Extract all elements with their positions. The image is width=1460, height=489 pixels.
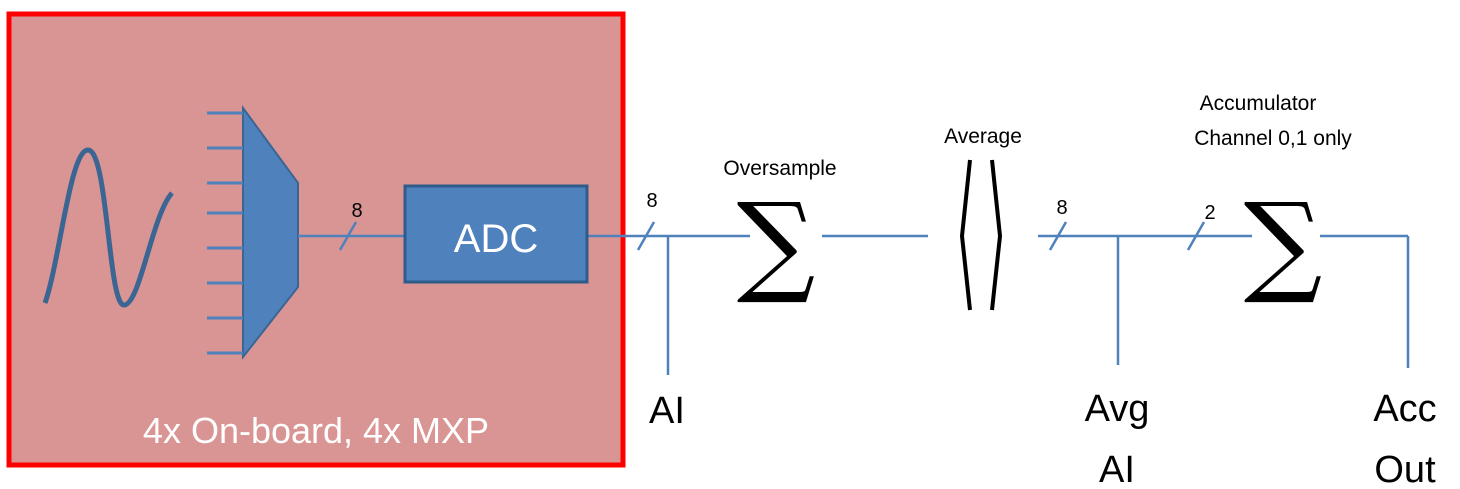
- acc-out-label: Acc: [1373, 388, 1436, 430]
- accumulator-label: Accumulator: [1200, 92, 1317, 115]
- signal-wires: [298, 234, 1410, 375]
- bus-width-label: 8: [351, 200, 362, 222]
- acc-out-label-line2: Out: [1374, 449, 1436, 489]
- sigma-icon: ∑: [1244, 179, 1323, 307]
- average-bracket-icon: [960, 159, 1002, 311]
- block-caption: 4x On-board, 4x MXP: [143, 410, 489, 451]
- sine-wave-icon: [42, 147, 174, 308]
- accumulator-channel-label: Channel 0,1 only: [1194, 127, 1352, 150]
- avg-ai-output-label: Avg: [1085, 388, 1150, 430]
- ai-output-label: AI: [649, 390, 685, 432]
- bus-width-label: 8: [1056, 197, 1067, 219]
- multiplexer-icon: [207, 104, 299, 360]
- avg-ai-output-label-line2: AI: [1099, 449, 1135, 489]
- adc-box: [403, 184, 589, 284]
- adc-label: ADC: [454, 217, 538, 261]
- oversample-label: Oversample: [723, 157, 836, 180]
- bus-width-label: 2: [1204, 202, 1215, 224]
- bus-slash-icon: [338, 221, 1206, 251]
- bus-width-label: 8: [646, 190, 657, 212]
- average-label: Average: [944, 125, 1022, 148]
- sigma-icon: ∑: [737, 179, 816, 307]
